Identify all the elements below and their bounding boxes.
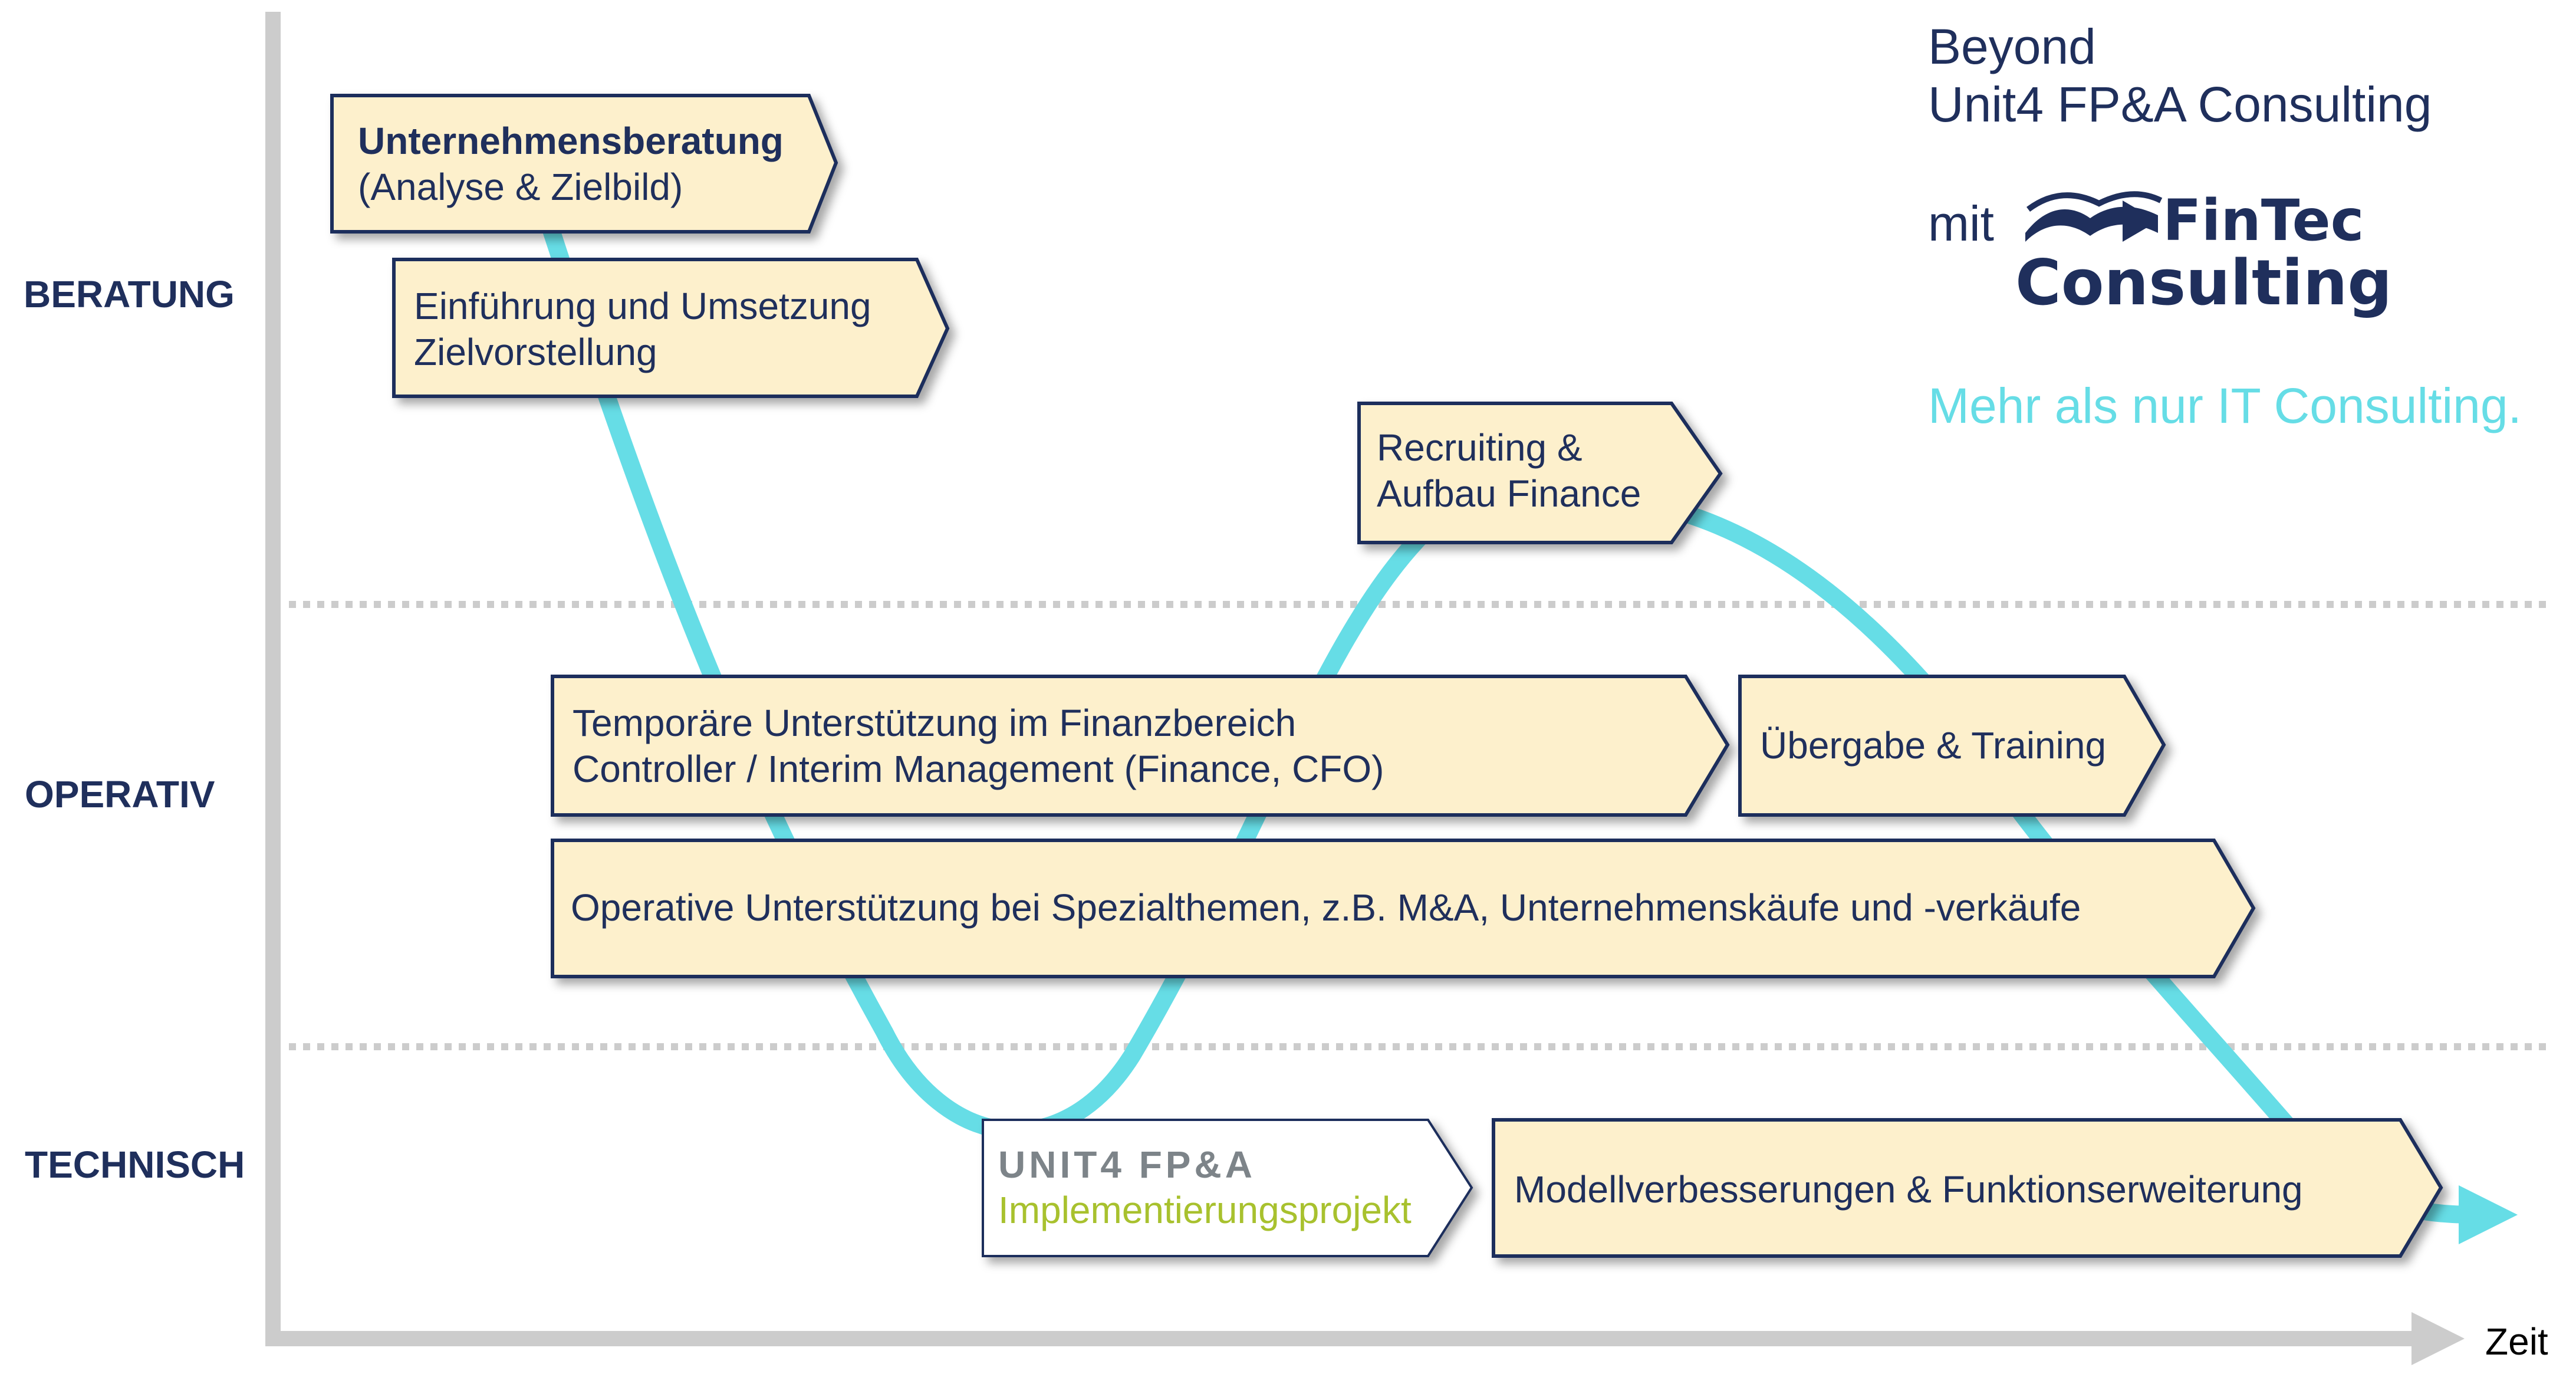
unternehmensberatung-text: Unternehmensberatung (Analyse & Zielbild… — [358, 118, 784, 210]
fintec-logo-line1: FinTec — [2163, 188, 2364, 254]
x-axis-label: Zeit — [2485, 1320, 2548, 1363]
x-axis-arrowhead — [2411, 1312, 2465, 1365]
lane-label-beratung: BERATUNG — [24, 273, 235, 315]
box-modell — [1492, 1118, 2443, 1258]
box-operative — [551, 839, 2256, 978]
recruiting-text: Recruiting & Aufbau Finance — [1377, 425, 1641, 517]
unternehmensberatung-title: Unternehmensberatung — [358, 120, 784, 162]
flow-curve-arrowhead — [2459, 1185, 2518, 1244]
modell-text: Modellverbesserungen & Funktionserweiter… — [1514, 1166, 2303, 1212]
modell-label: Modellverbesserungen & Funktionserweiter… — [1514, 1168, 2303, 1211]
recruiting-line2: Aufbau Finance — [1377, 472, 1641, 515]
einfuehrung-line1: Einführung und Umsetzung — [414, 285, 871, 327]
fintec-logo-line2: Consulting — [2015, 246, 2393, 319]
fintec-logo-mark — [2025, 191, 2163, 242]
temporaer-line1: Temporäre Unterstützung im Finanzbereich — [573, 702, 1297, 744]
box-recruiting — [1357, 402, 1723, 544]
lane-label-operativ: OPERATIV — [25, 773, 215, 816]
unit4-logo: UNIT4 FP&A — [998, 1143, 1256, 1186]
temporaer-text: Temporäre Unterstützung im Finanzbereich… — [573, 700, 1384, 792]
einfuehrung-text: Einführung und Umsetzung Zielvorstellung — [414, 283, 871, 375]
side-mit: mit — [1928, 196, 1994, 251]
operative-label: Operative Unterstützung bei Spezialtheme… — [571, 886, 2081, 929]
box-einfuehrung — [392, 258, 950, 398]
box-unit4 — [982, 1119, 1473, 1257]
uebergabe-text: Übergabe & Training — [1760, 722, 2106, 768]
box-unternehmensberatung — [330, 94, 838, 234]
side-line2: Unit4 FP&A Consulting — [1928, 77, 2432, 132]
side-line1: Beyond — [1928, 19, 2096, 74]
box-uebergabe — [1738, 675, 2166, 817]
side-tagline: Mehr als nur IT Consulting. — [1928, 378, 2522, 433]
operative-text: Operative Unterstützung bei Spezialtheme… — [571, 885, 2081, 931]
recruiting-line1: Recruiting & — [1377, 426, 1583, 469]
side-heading: Beyond Unit4 FP&A Consulting — [1928, 18, 2432, 133]
uebergabe-label: Übergabe & Training — [1760, 724, 2107, 767]
unit4-label: Implementierungsprojekt — [998, 1189, 1412, 1231]
box-temporaer — [551, 675, 1730, 817]
unternehmensberatung-subtitle: (Analyse & Zielbild) — [358, 166, 683, 208]
temporaer-line2: Controller / Interim Management (Finance… — [573, 748, 1384, 790]
einfuehrung-line2: Zielvorstellung — [414, 331, 657, 373]
lane-label-technisch: TECHNISCH — [25, 1143, 245, 1186]
